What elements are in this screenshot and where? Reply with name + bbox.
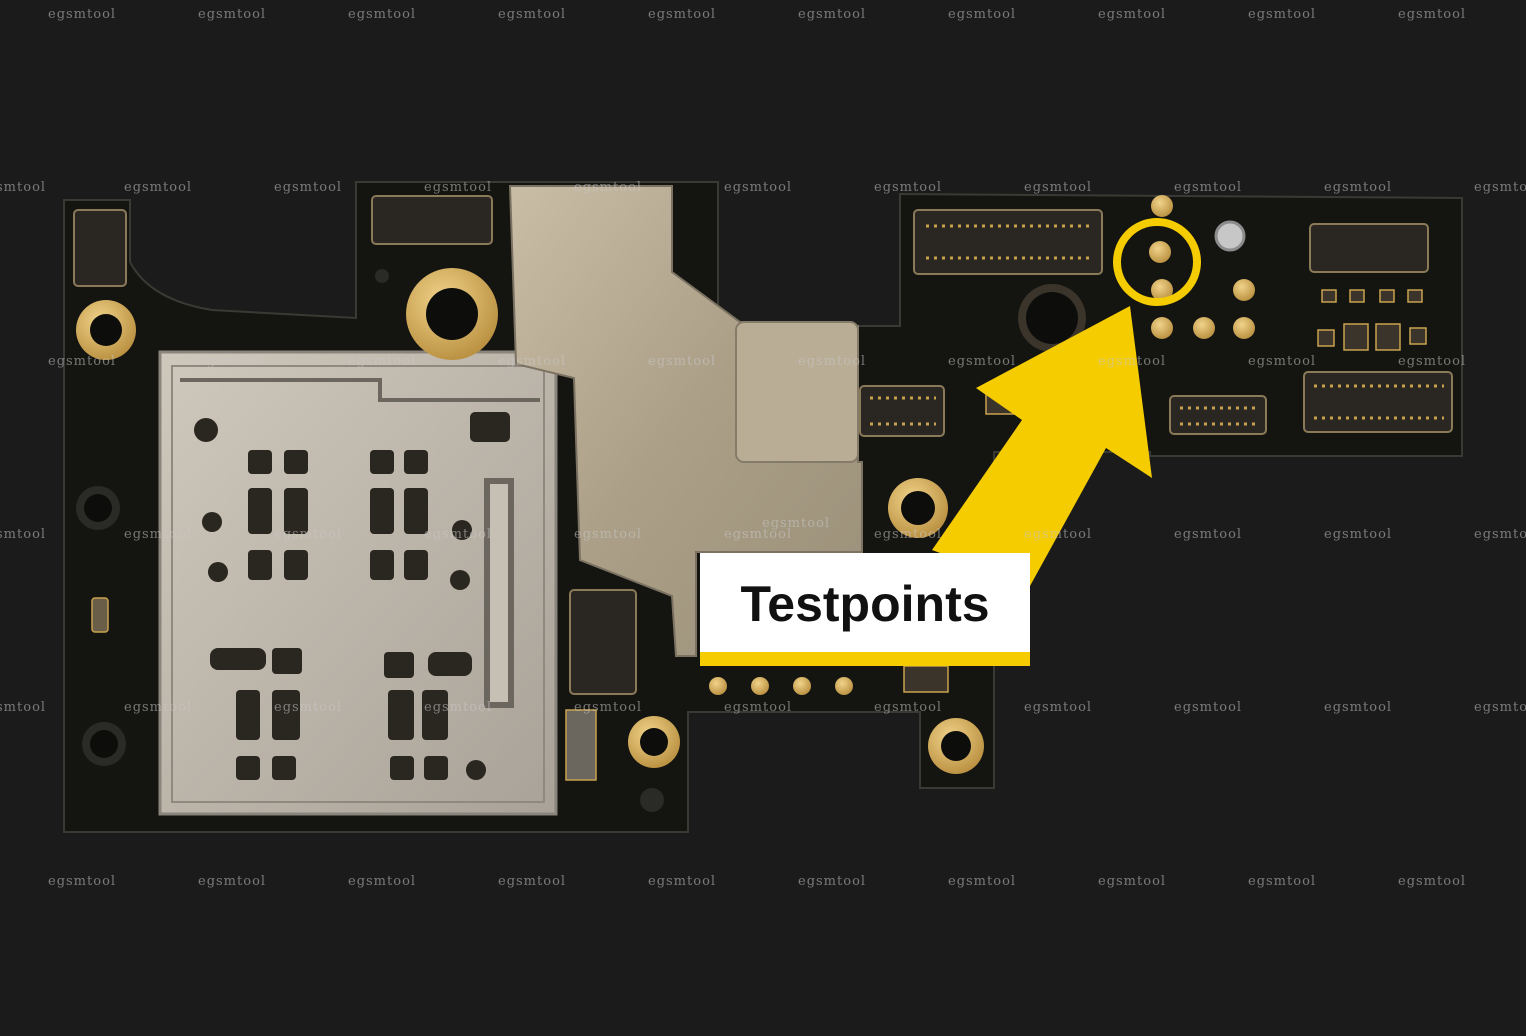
metal-shield-can xyxy=(508,185,863,657)
silver-pad xyxy=(1214,220,1246,252)
testpoints-label-box: Testpoints xyxy=(700,553,1030,666)
testpoints-label: Testpoints xyxy=(740,575,990,632)
sim-card-tray xyxy=(158,350,558,816)
test-pads xyxy=(709,195,1255,695)
yellow-arrow xyxy=(932,306,1152,586)
connector-pins xyxy=(870,224,1444,426)
mounting-pads xyxy=(76,268,1086,812)
testpoint-highlight-circle xyxy=(1113,218,1201,306)
